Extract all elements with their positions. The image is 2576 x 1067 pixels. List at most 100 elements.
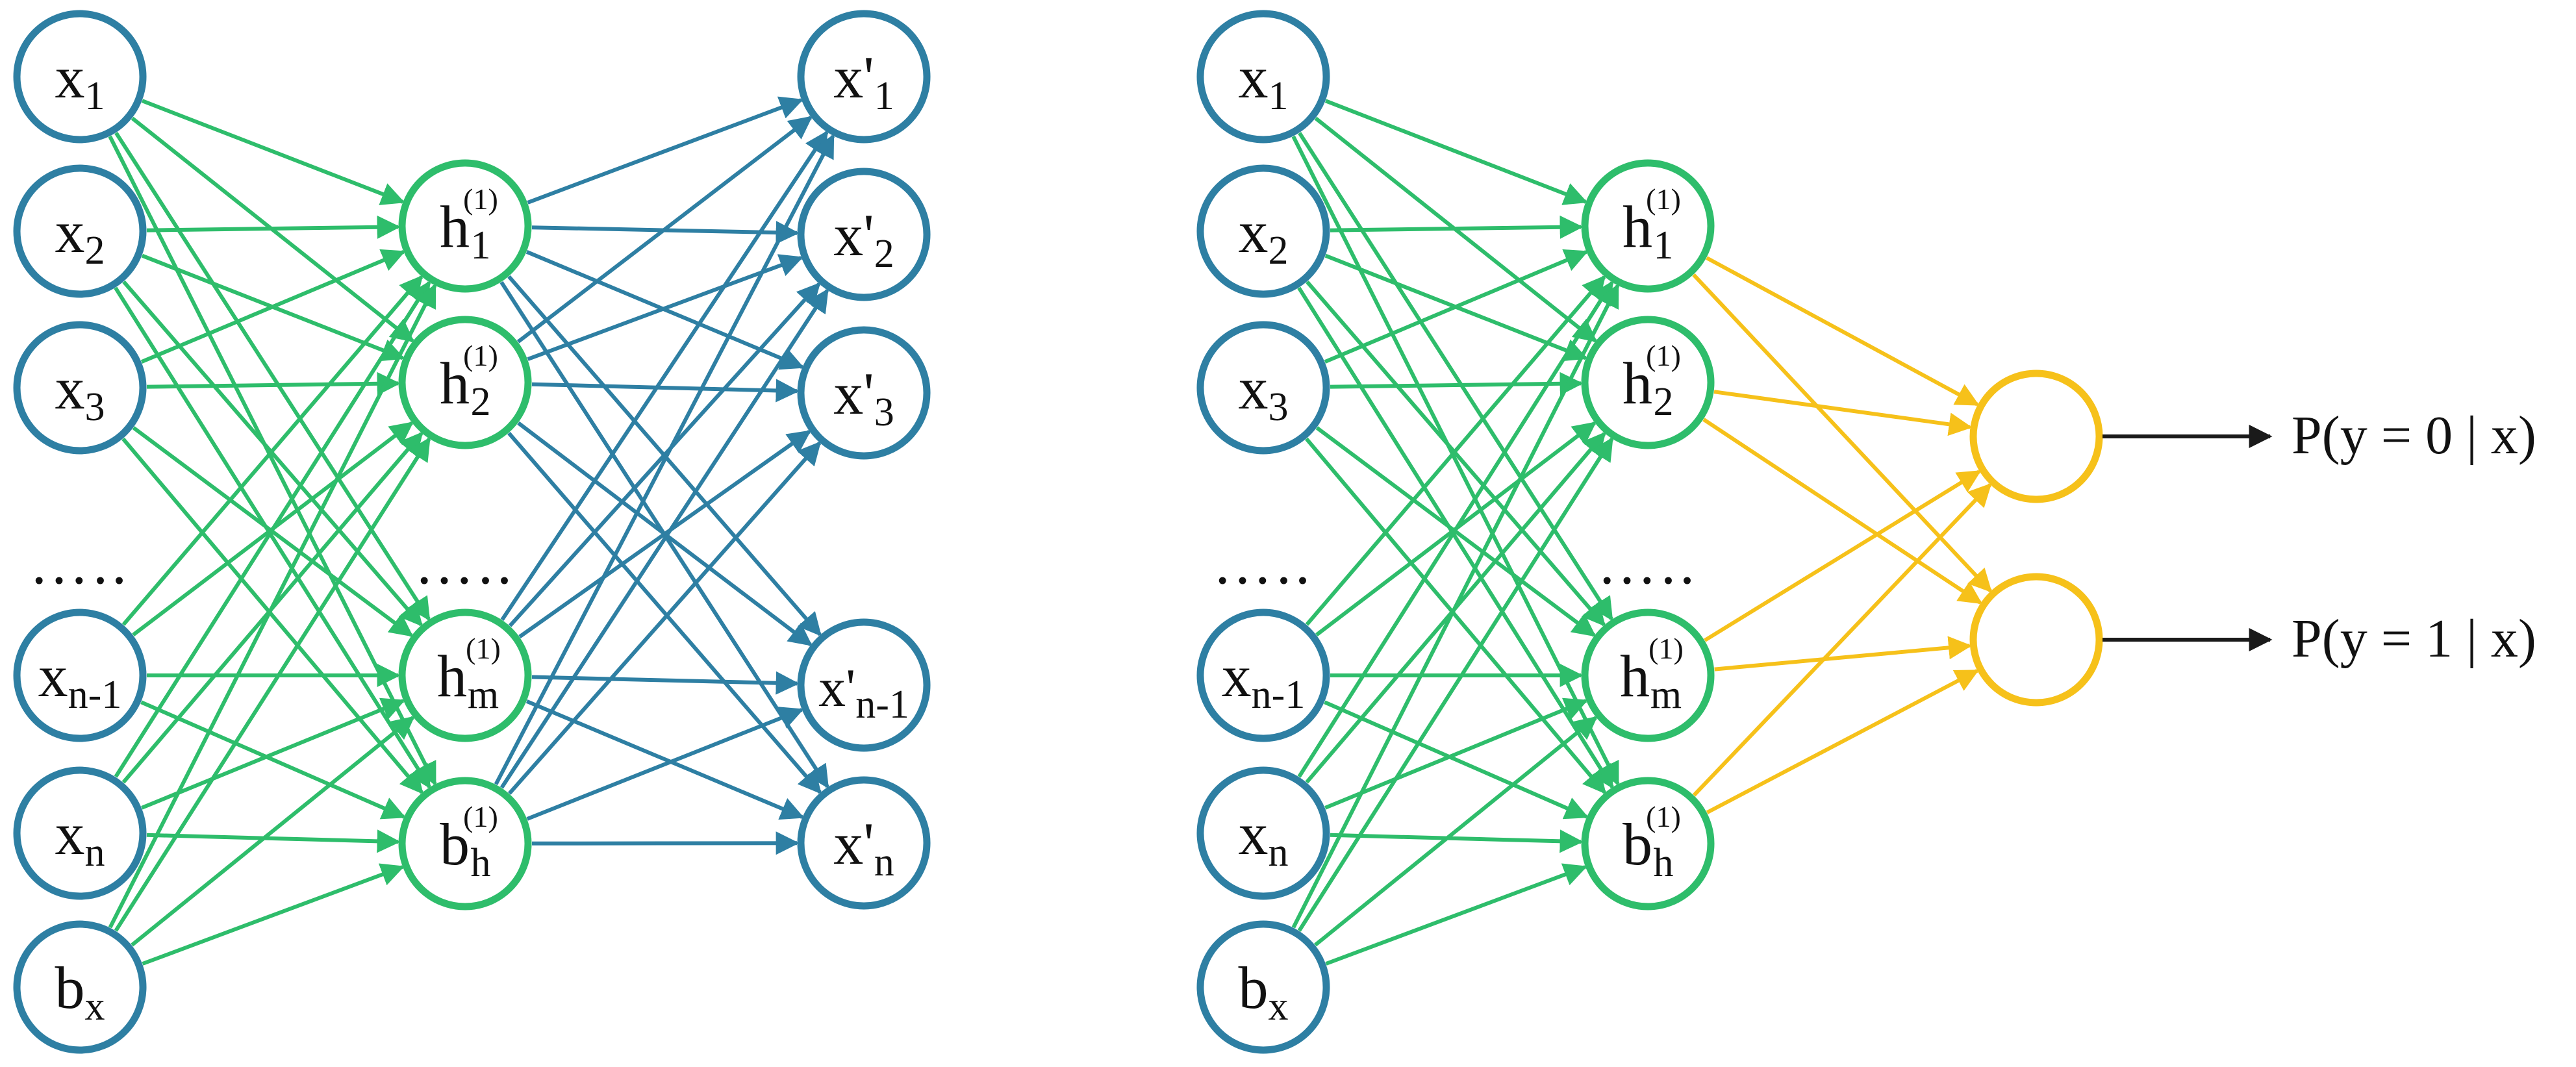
classifier-input-node-x2: x2 bbox=[1196, 164, 1330, 298]
input-node-xn-1: xn-1 bbox=[13, 609, 147, 742]
svg-text:xn: xn bbox=[55, 801, 105, 875]
classifier-edge-hidden-2-output-0 bbox=[1704, 470, 1982, 642]
edge-input-0-hidden-2 bbox=[114, 131, 431, 621]
autoencoder-input-layer: x1 x2 x3 ….. xn-1 xn bx bbox=[13, 10, 147, 1054]
hidden-node-bh: b (1) h bbox=[398, 777, 532, 910]
classifier-edge-input-0-hidden-2 bbox=[1298, 132, 1613, 621]
edge-input-0-hidden-0 bbox=[141, 99, 405, 205]
hidden-node-h1: h (1) 1 bbox=[398, 159, 532, 293]
classifier-edge-input-2-hidden-0 bbox=[1324, 249, 1589, 364]
classifier-input-ellipsis: ….. bbox=[1213, 530, 1314, 596]
output-node-xn-prime: x'n bbox=[797, 776, 931, 910]
classifier-edge-input-5-hidden-1 bbox=[1297, 436, 1614, 932]
classifier-edge-input-4-hidden-0 bbox=[1297, 280, 1614, 778]
svg-text:m: m bbox=[468, 673, 499, 717]
svg-text:x'n-1: x'n-1 bbox=[818, 658, 909, 727]
output-label-class-1: P(y = 1 | x) bbox=[2292, 609, 2536, 669]
classifier-edge-input-5-hidden-0 bbox=[1291, 283, 1620, 929]
svg-text:bx: bx bbox=[55, 955, 105, 1029]
classifier-hidden-node-h2: h (1) 2 bbox=[1581, 316, 1715, 449]
autoencoder-edges-hidden-output bbox=[494, 96, 835, 855]
hidden-node-h2: h (1) 2 bbox=[398, 316, 532, 449]
autoencoder-edges-input-hidden bbox=[108, 99, 437, 966]
edge-hidden-1-output-0 bbox=[516, 116, 813, 344]
edge-hidden-3-output-4 bbox=[531, 831, 800, 855]
svg-text:x'1: x'1 bbox=[833, 44, 894, 118]
svg-text:x'n: x'n bbox=[833, 810, 894, 885]
classifier-edge-input-4-hidden-2 bbox=[1324, 697, 1589, 810]
classifier-edge-hidden-1-output-1 bbox=[1702, 418, 1983, 605]
classifier-edge-hidden-3-output-1 bbox=[1706, 669, 1979, 814]
svg-text:h: h bbox=[471, 841, 491, 885]
classifier-hidden-layer: h (1) 1 h (1) 2 ….. h (1) m b (1) h bbox=[1581, 159, 1715, 910]
classifier-hidden-node-bh: b (1) h bbox=[1581, 777, 1715, 910]
svg-text:2: 2 bbox=[471, 380, 491, 424]
autoencoder-hidden-layer: h (1) 1 h (1) 2 ….. h (1) m b (1) h bbox=[398, 159, 532, 910]
hidden-ellipsis: ….. bbox=[414, 530, 516, 596]
input-node-xn: xn bbox=[13, 766, 147, 900]
output-node-class-1 bbox=[1969, 573, 2103, 707]
classifier-edges-input-hidden bbox=[1291, 99, 1620, 966]
edge-input-5-hidden-2 bbox=[131, 716, 415, 947]
svg-text:bx: bx bbox=[1239, 955, 1289, 1029]
edge-input-1-hidden-3 bbox=[114, 286, 431, 789]
svg-text:(1): (1) bbox=[466, 632, 501, 665]
classifier-input-node-bx: bx bbox=[1196, 920, 1330, 1054]
svg-text:xn-1: xn-1 bbox=[38, 643, 122, 717]
edge-input-3-hidden-0 bbox=[121, 275, 423, 626]
edge-hidden-2-output-0 bbox=[500, 130, 829, 621]
svg-text:h: h bbox=[437, 643, 467, 709]
svg-text:h: h bbox=[440, 350, 470, 416]
classifier-edge-hidden-3-output-0 bbox=[1692, 483, 1992, 797]
classifier-edge-input-2-hidden-3 bbox=[1305, 437, 1606, 795]
svg-text:h: h bbox=[1623, 350, 1652, 416]
classifier-edge-hidden-2-output-1 bbox=[1714, 636, 1972, 672]
edge-hidden-2-output-4 bbox=[525, 699, 805, 820]
classifier-output-layer: P(y = 0 | x) P(y = 1 | x) bbox=[1969, 370, 2536, 707]
svg-text:(1): (1) bbox=[1646, 800, 1681, 833]
classifier-edges-hidden-output bbox=[1692, 256, 1992, 814]
svg-text:h: h bbox=[1654, 841, 1674, 885]
svg-text:x3: x3 bbox=[55, 355, 105, 429]
edge-input-1-hidden-0 bbox=[146, 215, 401, 239]
edge-input-5-hidden-0 bbox=[108, 283, 437, 929]
input-ellipsis: ….. bbox=[29, 530, 131, 596]
edge-hidden-0-output-0 bbox=[527, 96, 803, 205]
edge-hidden-2-output-3 bbox=[531, 671, 800, 695]
classifier-input-layer: x1 x2 x3 ….. xn-1 xn bx bbox=[1196, 10, 1330, 1054]
edge-input-2-hidden-0 bbox=[140, 249, 406, 364]
classifier-input-node-x1: x1 bbox=[1196, 10, 1330, 144]
classifier-diagram: x1 x2 x3 ….. xn-1 xn bx bbox=[1196, 10, 2536, 1054]
svg-text:b: b bbox=[1623, 811, 1652, 877]
classifier-input-node-xn: xn bbox=[1196, 766, 1330, 900]
svg-text:x1: x1 bbox=[1239, 44, 1289, 118]
classifier-edge-input-1-hidden-0 bbox=[1330, 215, 1584, 239]
svg-text:x'2: x'2 bbox=[833, 202, 894, 276]
svg-text:x3: x3 bbox=[1239, 355, 1289, 429]
input-node-x1: x1 bbox=[13, 10, 147, 144]
svg-text:m: m bbox=[1650, 673, 1682, 717]
output-label-class-0: P(y = 0 | x) bbox=[2292, 405, 2536, 466]
svg-text:h: h bbox=[1623, 194, 1652, 260]
edge-hidden-1-output-2 bbox=[531, 379, 800, 403]
edge-input-5-hidden-3 bbox=[142, 863, 405, 966]
classifier-edge-input-4-hidden-3 bbox=[1330, 829, 1584, 853]
svg-text:x2: x2 bbox=[1239, 199, 1289, 273]
classifier-edge-input-1-hidden-3 bbox=[1297, 286, 1614, 789]
classifier-hidden-node-hm: h (1) m bbox=[1581, 609, 1715, 742]
svg-text:(1): (1) bbox=[463, 182, 498, 216]
edge-hidden-2-output-1 bbox=[508, 282, 821, 627]
edge-hidden-3-output-3 bbox=[526, 707, 804, 821]
output-node-x1-prime: x'1 bbox=[797, 10, 931, 144]
output-node-xn-1-prime: x'n-1 bbox=[797, 618, 931, 752]
edge-hidden-2-output-2 bbox=[518, 430, 811, 638]
classifier-edge-input-5-hidden-3 bbox=[1325, 863, 1587, 966]
autoencoder-diagram: x1 x2 x3 ….. xn-1 xn bx bbox=[13, 10, 931, 1054]
edge-input-4-hidden-0 bbox=[114, 280, 431, 778]
edge-input-2-hidden-3 bbox=[121, 437, 423, 795]
svg-text:b: b bbox=[440, 811, 470, 877]
input-node-x2: x2 bbox=[13, 164, 147, 298]
classifier-hidden-ellipsis: ….. bbox=[1597, 530, 1698, 596]
classifier-input-node-xn-1: xn-1 bbox=[1196, 609, 1330, 742]
